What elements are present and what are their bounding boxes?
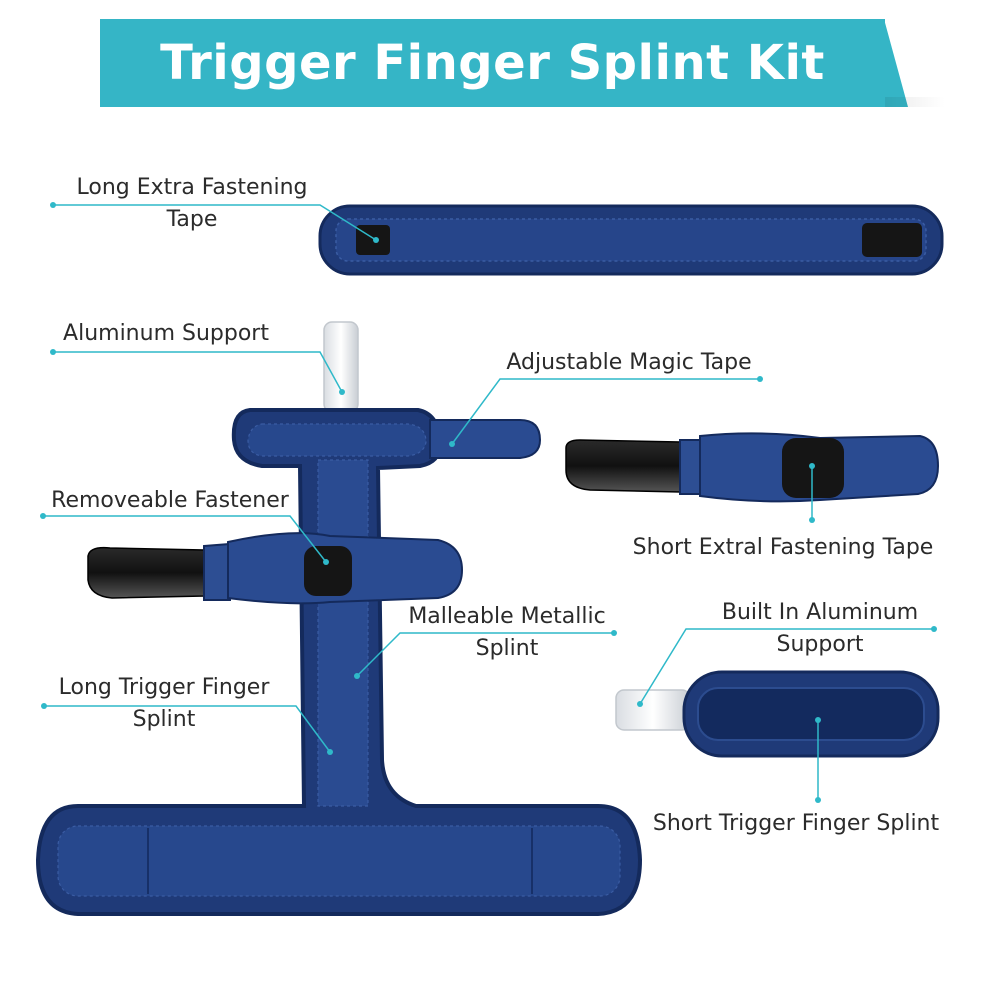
label-aluminum-support: Aluminum Support xyxy=(56,318,276,350)
adjustable-magic-tape xyxy=(429,419,542,459)
label-removeable-fastener-text: Removeable Fastener xyxy=(51,488,289,513)
title-banner-shadow xyxy=(885,97,945,107)
label-built-in-support: Built In Aluminum Support xyxy=(700,597,940,661)
label-long-splint-line-2: Splint xyxy=(132,707,196,732)
removeable-fastener xyxy=(87,532,464,605)
title-banner-tail xyxy=(884,19,908,107)
label-long-extra-tape: Long Extra Fastening Tape xyxy=(62,172,322,236)
label-adjustable-magic-tape-text: Adjustable Magic Tape xyxy=(506,350,752,375)
label-long-extra-tape-line-1: Long Extra Fastening xyxy=(76,175,308,200)
title-banner xyxy=(100,19,885,107)
callout-lines xyxy=(43,204,934,800)
dot-long-splint-start xyxy=(41,703,47,709)
dot-short-tape-end xyxy=(809,463,815,469)
label-built-in-support-line-2: Support xyxy=(776,632,864,657)
label-built-in-support-line-1: Built In Aluminum xyxy=(721,600,919,625)
label-malleable-splint-line-1: Malleable Metallic xyxy=(408,604,606,629)
label-short-splint-text: Short Trigger Finger Splint xyxy=(652,811,940,836)
label-short-extral-tape: Short Extral Fastening Tape xyxy=(626,532,940,564)
label-short-extral-tape-text: Short Extral Fastening Tape xyxy=(632,535,934,560)
callout-long-extra-tape xyxy=(53,204,377,241)
long-extra-fastening-tape xyxy=(318,204,944,276)
dot-fastener-end xyxy=(323,559,329,565)
label-malleable-splint-line-2: Splint xyxy=(475,636,539,661)
dot-built-in-start xyxy=(931,626,937,632)
label-malleable-splint: Malleable Metallic Splint xyxy=(392,601,622,665)
label-long-splint-line-1: Long Trigger Finger xyxy=(58,675,270,700)
label-long-splint: Long Trigger Finger Splint xyxy=(44,672,284,736)
dot-fastener-start xyxy=(40,513,46,519)
callout-built-in-support xyxy=(639,628,934,705)
dot-malleable-start xyxy=(611,630,617,636)
short-trigger-finger-splint xyxy=(615,670,940,758)
dot-long-tape-start xyxy=(50,202,56,208)
dot-long-tape-end xyxy=(373,237,379,243)
label-aluminum-support-text: Aluminum Support xyxy=(63,321,269,346)
dot-aluminum-start xyxy=(50,349,56,355)
dot-built-in-end xyxy=(637,701,643,707)
long-trigger-finger-splint xyxy=(35,408,643,916)
label-removeable-fastener: Removeable Fastener xyxy=(42,485,298,517)
callout-malleable-splint xyxy=(356,632,614,677)
callout-long-splint xyxy=(44,705,331,753)
page-title: Trigger Finger Splint Kit xyxy=(160,35,825,91)
callout-removeable-fastener xyxy=(43,515,327,563)
callout-dots xyxy=(40,202,937,803)
label-long-extra-tape-line-2: Tape xyxy=(166,207,218,232)
dot-magic-tape-end xyxy=(449,441,455,447)
short-extral-fastening-tape xyxy=(565,432,940,503)
callout-aluminum-support xyxy=(53,351,343,393)
dot-short-splint-end xyxy=(815,717,821,723)
dot-long-splint-end xyxy=(327,749,333,755)
dot-short-splint-start xyxy=(815,797,821,803)
callout-adjustable-magic-tape xyxy=(451,378,760,445)
dot-magic-tape-start xyxy=(757,376,763,382)
dot-short-tape-start xyxy=(809,517,815,523)
label-short-splint: Short Trigger Finger Splint xyxy=(646,808,946,840)
label-adjustable-magic-tape: Adjustable Magic Tape xyxy=(494,347,764,379)
dot-malleable-end xyxy=(354,673,360,679)
dot-aluminum-end xyxy=(339,389,345,395)
